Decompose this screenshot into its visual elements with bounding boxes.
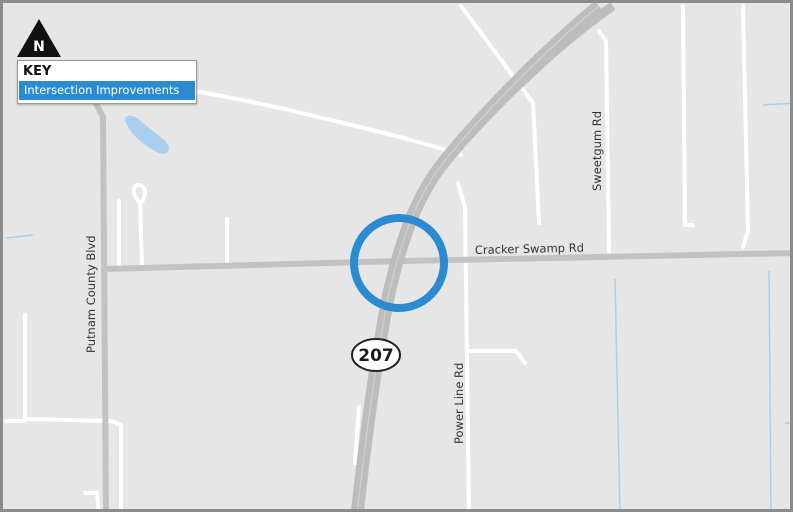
road-stub-3 xyxy=(353,405,361,465)
key-title: KEY xyxy=(23,64,52,79)
canal-2 xyxy=(768,270,772,509)
label-power-line: Power Line Rd xyxy=(452,363,466,444)
road-loop xyxy=(131,183,147,267)
road-northeast-b xyxy=(741,4,750,249)
road-cracker-swamp xyxy=(102,250,790,272)
stream-northeast xyxy=(762,102,790,106)
map-canvas[interactable]: 207 Cracker Swamp Rd Putnam County Blvd … xyxy=(3,3,793,512)
minor-roads xyxy=(4,4,750,509)
north-arrow: N xyxy=(17,19,61,57)
road-southwest-3 xyxy=(83,491,101,509)
north-arrow-letter: N xyxy=(33,39,45,55)
pond xyxy=(125,115,169,154)
road-power-line xyxy=(456,181,471,509)
road-diagonal-northwest xyxy=(191,89,463,157)
road-sweetgum xyxy=(597,29,611,253)
road-north-branch xyxy=(459,4,541,225)
stream-west xyxy=(5,234,34,239)
road-southwest-1 xyxy=(23,313,113,423)
intersection-improvement-marker[interactable] xyxy=(350,214,448,312)
key-item-intersection-improvements: Intersection Improvements xyxy=(19,81,195,100)
map-key: KEY Intersection Improvements xyxy=(17,60,197,104)
road-southwest-4 xyxy=(109,419,123,509)
label-putnam-county: Putnam County Blvd xyxy=(84,235,98,353)
label-sweetgum: Sweetgum Rd xyxy=(590,111,604,191)
route-207-shield: 207 xyxy=(351,338,401,372)
canal-1 xyxy=(614,278,621,509)
road-northeast-a xyxy=(681,4,695,227)
label-cracker-swamp: Cracker Swamp Rd xyxy=(475,241,584,257)
route-207-number: 207 xyxy=(358,346,394,366)
road-power-line-spur xyxy=(467,349,527,365)
